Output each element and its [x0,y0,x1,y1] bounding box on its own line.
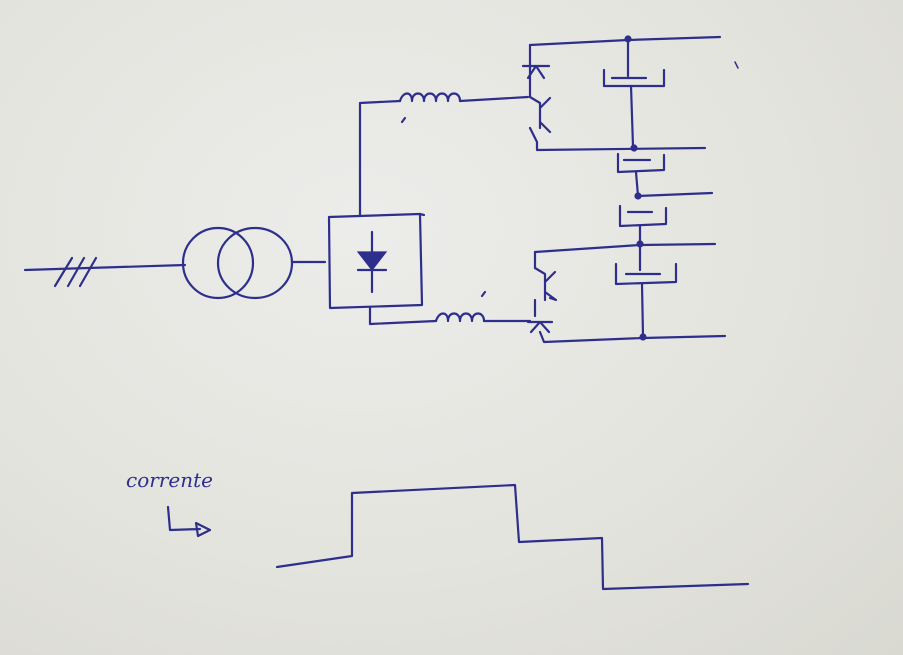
lower-switch-diode-icon [526,320,554,334]
rectifier-diode-icon [356,251,388,271]
upper-switch [521,35,722,152]
lower-dc-path [368,290,532,326]
phase-slash-1 [53,256,74,288]
capacitor-3-icon [618,204,668,228]
node-bottom [639,333,647,341]
arrow-icon [166,505,212,538]
capacitor-1-icon [602,68,666,88]
upper-inductor [398,92,462,103]
lower-transistor-icon [533,266,558,302]
waveform-label: corrente [126,468,213,492]
waveform-label-group: corrente [126,468,213,538]
upper-transistor-icon [528,95,552,134]
node-mid-1 [630,144,638,152]
phase-slash-2 [66,256,86,288]
upper-switch-diode-icon [521,64,551,80]
lower-switch [526,242,727,344]
capacitor-2-icon [616,152,666,174]
current-waveform [275,483,750,591]
rectifier-block [327,212,426,310]
lower-inductor-dot [480,290,487,298]
lower-inductor [434,312,486,323]
transformer-primary-coil [181,226,255,300]
transformer [181,226,327,300]
upper-inductor-dot [400,116,407,124]
stray-mark [734,61,739,69]
capacitor-stack [602,35,714,341]
upper-dc-path [358,92,530,217]
phase-slash-3 [78,256,98,288]
capacitor-4-icon [614,262,678,286]
grid-input [23,256,187,288]
transformer-secondary-coil [216,226,294,300]
